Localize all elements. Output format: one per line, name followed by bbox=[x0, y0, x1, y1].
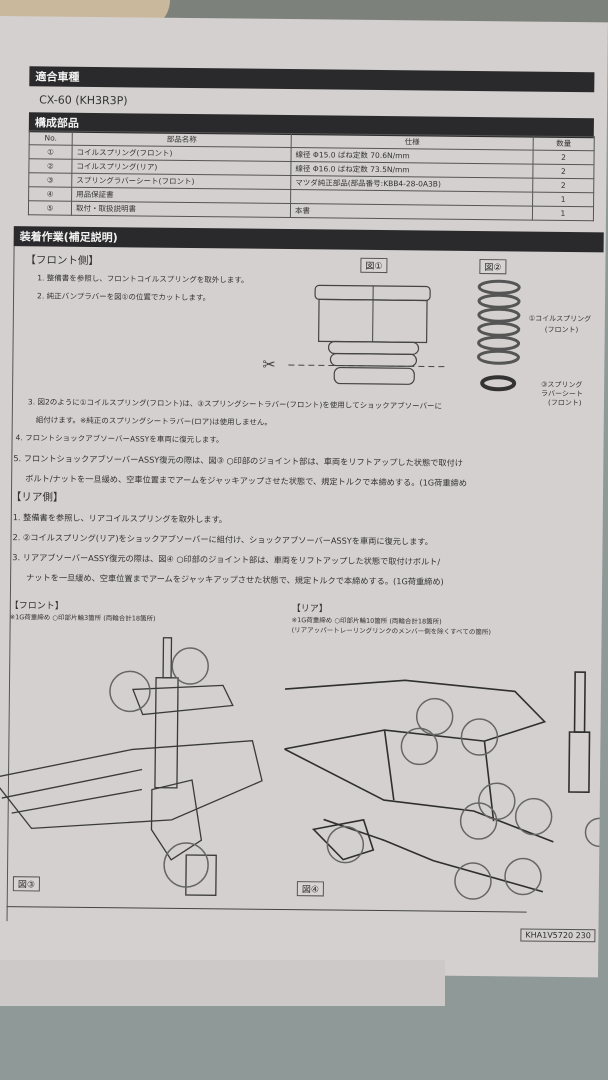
bump-rubber-diagram: ✂ bbox=[262, 284, 449, 385]
row-no: ② bbox=[28, 158, 73, 174]
rear-figure-note-2: (リアアッパートレーリングリンクのメンバー側を除くすべての箇所) bbox=[291, 626, 491, 637]
row-spec: 本書 bbox=[290, 203, 533, 221]
figure-4-label: 図④ bbox=[296, 881, 325, 897]
rear-suspension-diagram bbox=[283, 671, 602, 900]
coil-spring-diagram bbox=[476, 279, 521, 392]
front-step-4: 4. フロントショックアブソーバーASSYを車両に復元します。 bbox=[15, 433, 224, 445]
row-qty: 2 bbox=[532, 178, 594, 193]
rear-side-title: 【リア側】 bbox=[10, 491, 64, 504]
rear-figure-title: 【リア】 bbox=[291, 604, 328, 615]
front-step-2: 2. 純正バンプラバーを図①の位置でカットします。 bbox=[37, 291, 211, 303]
front-step-1: 1. 整備書を参照し、フロントコイルスプリングを取外します。 bbox=[37, 273, 249, 285]
joint-circle-icon bbox=[326, 697, 602, 900]
row-qty: 1 bbox=[532, 192, 594, 207]
row-qty: 2 bbox=[532, 150, 595, 165]
figure-1-label: 図① bbox=[360, 257, 388, 274]
vehicle-model: CX-60 (KH3R3P) bbox=[39, 93, 128, 108]
row-qty: 1 bbox=[532, 206, 594, 221]
front-figure-note: ※1G荷重締め ○印部片輪3箇所 (両輪合計18箇所) bbox=[9, 613, 156, 623]
scissors-icon: ✂ bbox=[262, 355, 276, 374]
section-header-install: 装着作業(補足説明) bbox=[13, 226, 604, 253]
fig2-spring-sublabel: (フロント) bbox=[544, 325, 579, 335]
front-step-3: 3. 図2のように①コイルスプリング(フロント)は、③スプリングシートラバー(フ… bbox=[27, 397, 443, 411]
front-suspension-diagram bbox=[0, 637, 263, 896]
col-no: No. bbox=[29, 130, 73, 146]
joint-circle-icon bbox=[109, 647, 209, 888]
front-figure-title: 【フロント】 bbox=[9, 601, 64, 612]
front-step-5: 5. フロントショックアブソーバーASSY復元の際は、図③ ○印部のジョイント部… bbox=[13, 453, 464, 468]
rear-step-2: 2. ②コイルスプリング(リア)をショックアブソーバーに組付け、ショックアブソー… bbox=[12, 532, 433, 547]
row-no: ① bbox=[29, 144, 73, 160]
document-number: KHA1V5720 230 bbox=[520, 928, 596, 943]
figure-2-label: 図② bbox=[479, 259, 507, 275]
section-header-vehicle: 適合車種 bbox=[29, 66, 595, 93]
row-no: ③ bbox=[28, 172, 72, 188]
row-name: 取付・取扱説明書 bbox=[71, 201, 291, 218]
parts-table: No. 部品名称 仕様 数量 ① コイルスプリング(フロント) 線径 Φ15.0… bbox=[28, 130, 595, 221]
rear-step-1: 1. 整備書を参照し、リアコイルスプリングを取外します。 bbox=[12, 512, 228, 525]
col-qty: 数量 bbox=[533, 136, 595, 151]
sheet-bottom-edge bbox=[0, 960, 445, 1006]
front-side-title: 【フロント側】 bbox=[25, 254, 100, 268]
instruction-sheet: 適合車種 CX-60 (KH3R3P) 構成部品 No. 部品名称 仕様 数量 … bbox=[0, 16, 608, 978]
figure-3-label: 図③ bbox=[12, 876, 41, 892]
row-no: ④ bbox=[28, 186, 72, 202]
rear-step-3: 3. リアアブソーバーASSY復元の際は、図④ ○印部のジョイント部は、車両をリ… bbox=[12, 552, 441, 567]
rear-step-3-cont: ナットを一旦緩め、空車位置までアームをジャッキアップさせた状態で、規定トルクで本… bbox=[26, 572, 444, 587]
front-step-3-cont: 組付けます。※純正のスプリングシートラバー(ロア)は使用しません。 bbox=[35, 415, 272, 427]
row-qty: 2 bbox=[532, 164, 594, 179]
fig2-seat-sublabel: (フロント) bbox=[547, 398, 582, 408]
row-no: ⑤ bbox=[28, 200, 72, 216]
front-step-5-cont: ボルト/ナットを一旦緩め、空車位置までアームをジャッキアップさせた状態で、規定ト… bbox=[25, 473, 467, 488]
fig2-spring-label: ①コイルスプリング bbox=[528, 314, 592, 324]
